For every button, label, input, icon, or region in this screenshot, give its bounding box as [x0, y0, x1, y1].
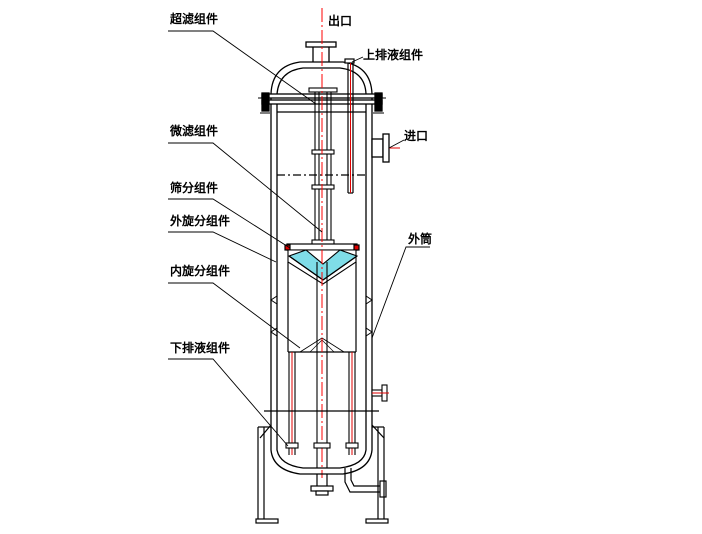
inner-cyclone — [270, 262, 373, 353]
label-inner-cyclone: 内旋分组件 — [170, 264, 231, 278]
label-micro-filter: 微滤组件 — [170, 124, 219, 138]
label-upper-drain: 上排液组件 — [363, 48, 424, 62]
bottom-head — [264, 410, 379, 475]
label-ultra-filter: 超滤组件 — [170, 12, 219, 26]
bottom-outlet — [310, 468, 387, 498]
label-inlet: 进口 — [404, 129, 429, 143]
outer-shell — [270, 103, 373, 438]
central-pipe — [316, 8, 328, 478]
lower-drain-tubes — [285, 352, 359, 455]
side-nozzle — [371, 384, 389, 402]
leader-lines — [168, 30, 430, 447]
inlet-nozzle — [371, 133, 400, 163]
label-screen-separation: 筛分组件 — [170, 181, 219, 195]
label-lower-drain: 下排液组件 — [170, 341, 231, 355]
label-outer-shell: 外筒 — [408, 232, 433, 246]
outlet-nozzle — [305, 41, 337, 62]
upper-drain-pipe — [344, 58, 355, 194]
screen-plate — [284, 243, 360, 251]
label-outer-cyclone: 外旋分组件 — [170, 214, 231, 228]
filter-tubes — [308, 87, 338, 246]
support-legs — [255, 424, 389, 524]
label-outlet: 出口 — [328, 14, 353, 28]
